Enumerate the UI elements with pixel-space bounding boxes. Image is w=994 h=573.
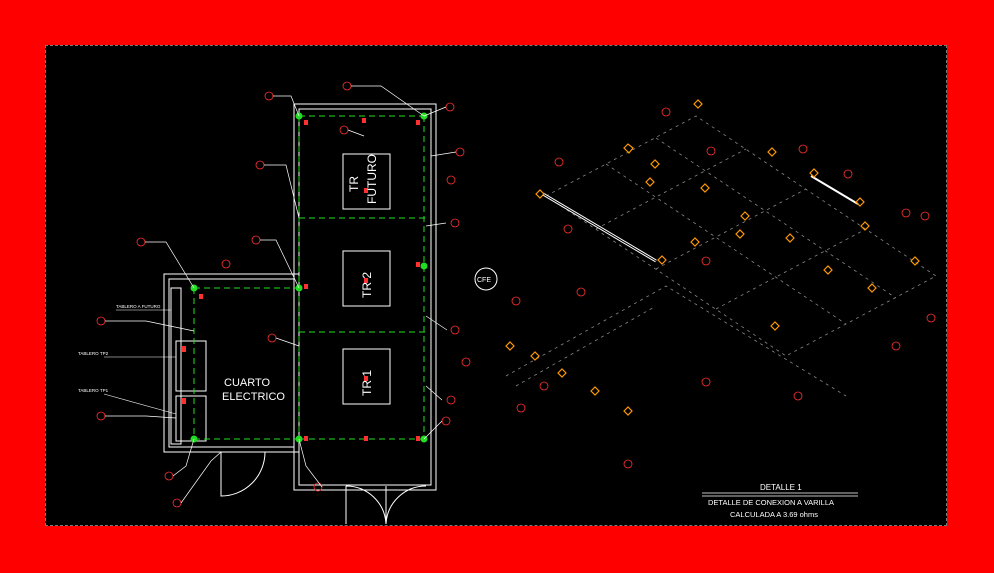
iso-bus-bar-2 (810, 175, 859, 205)
building-walls (163, 103, 437, 525)
panel-future-label: TABLERO A FUTURO (116, 304, 161, 309)
detail-line-2: CALCULADA A 3.69 ohms (730, 510, 818, 519)
panel-tp1-label: TABLERO TP1 (78, 388, 109, 393)
room-label-electrical-1: CUARTO (224, 377, 270, 389)
iso-connectors (505, 99, 920, 416)
plan-leaders (105, 85, 457, 504)
grounding-plan-svg: CUARTO ELECTRICO TR FUTURO TR 2 TR 1 TAB… (78, 81, 937, 525)
plan-callouts (96, 81, 471, 508)
panel-tp2-label: TABLERO TP2 (78, 351, 109, 356)
isometric-grid (505, 115, 937, 397)
cfe-symbol (474, 267, 498, 291)
tr-future-label-1: TR (347, 176, 361, 192)
iso-callouts (511, 107, 936, 469)
detail-title: DETALLE 1 (760, 483, 802, 492)
connection-marks (182, 118, 420, 441)
tr2-label: TR 2 (360, 272, 374, 298)
ground-grid (193, 115, 426, 440)
tr1-label: TR 1 (360, 370, 374, 396)
cad-drawing-area: CUARTO ELECTRICO TR FUTURO TR 2 TR 1 TAB… (45, 45, 947, 526)
tr-future-label-2: FUTURO (365, 154, 379, 204)
cfe-label: CFE (477, 277, 491, 284)
room-label-electrical-2: ELECTRICO (222, 391, 285, 403)
panel-tp1-leader (103, 393, 177, 415)
detail-line-1: DETALLE DE CONEXION A VARILLA (708, 498, 834, 507)
